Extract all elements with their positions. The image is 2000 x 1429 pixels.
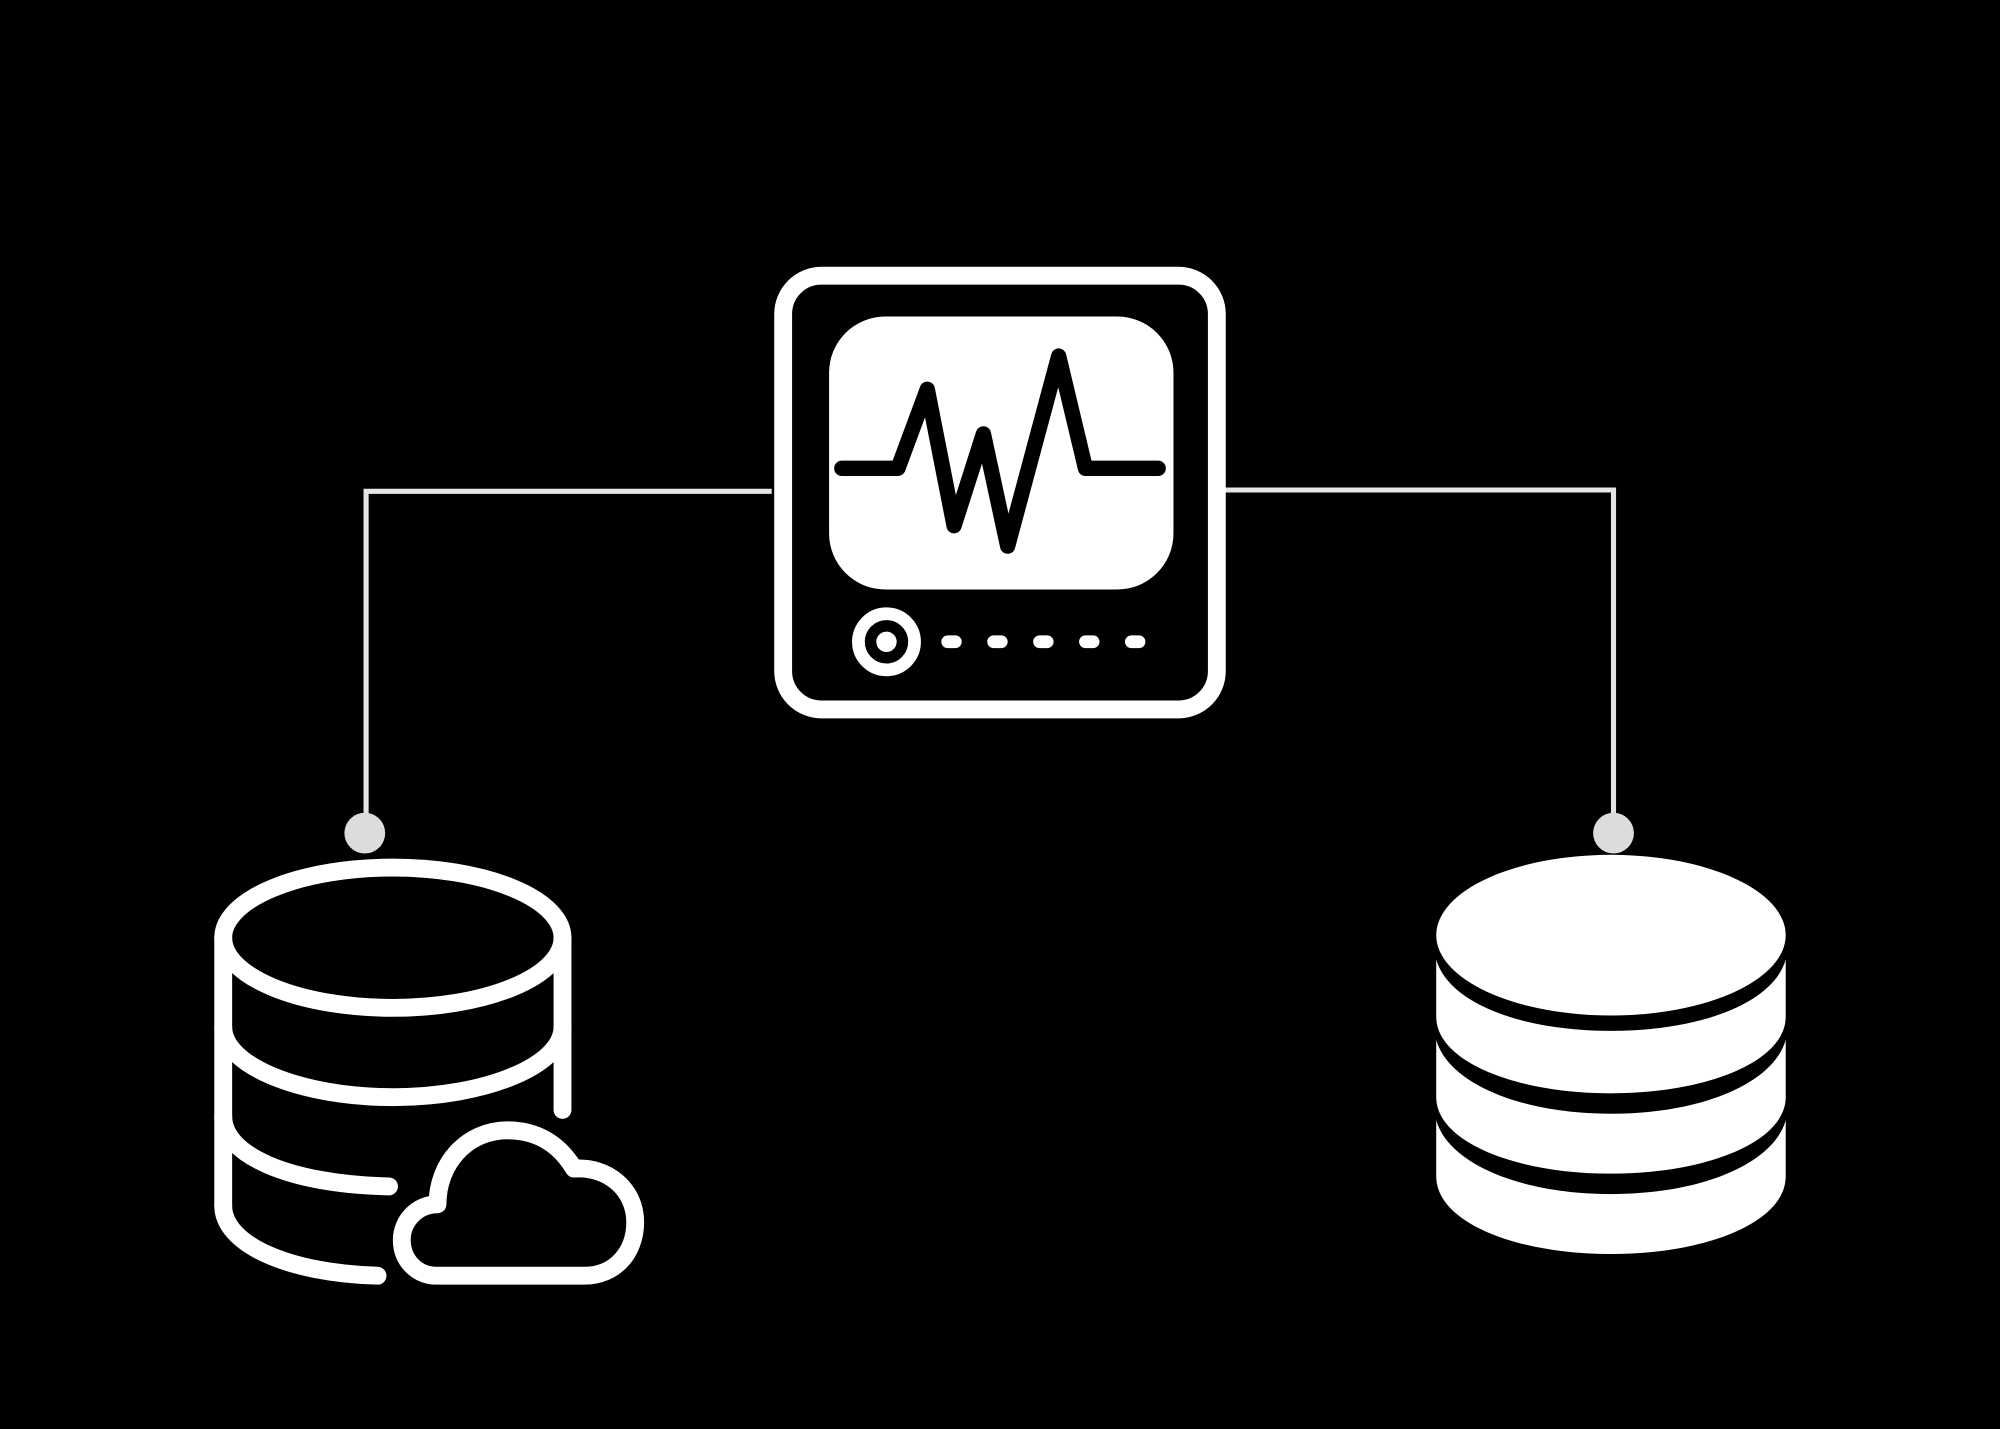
cloud-icon [392, 1121, 645, 1285]
heartbeat-monitor-icon [774, 266, 1226, 719]
cloud-database-icon [214, 858, 645, 1285]
connector-endpoint-dot-right [1593, 812, 1634, 854]
connector-monitor-to-database [1209, 487, 1617, 817]
connector-monitor-to-cloud-database [363, 488, 772, 817]
database-icon [1436, 854, 1786, 1255]
connector-endpoint-dot-left [344, 812, 386, 854]
power-button-icon [852, 607, 921, 677]
heartbeat-wave [834, 348, 1166, 554]
